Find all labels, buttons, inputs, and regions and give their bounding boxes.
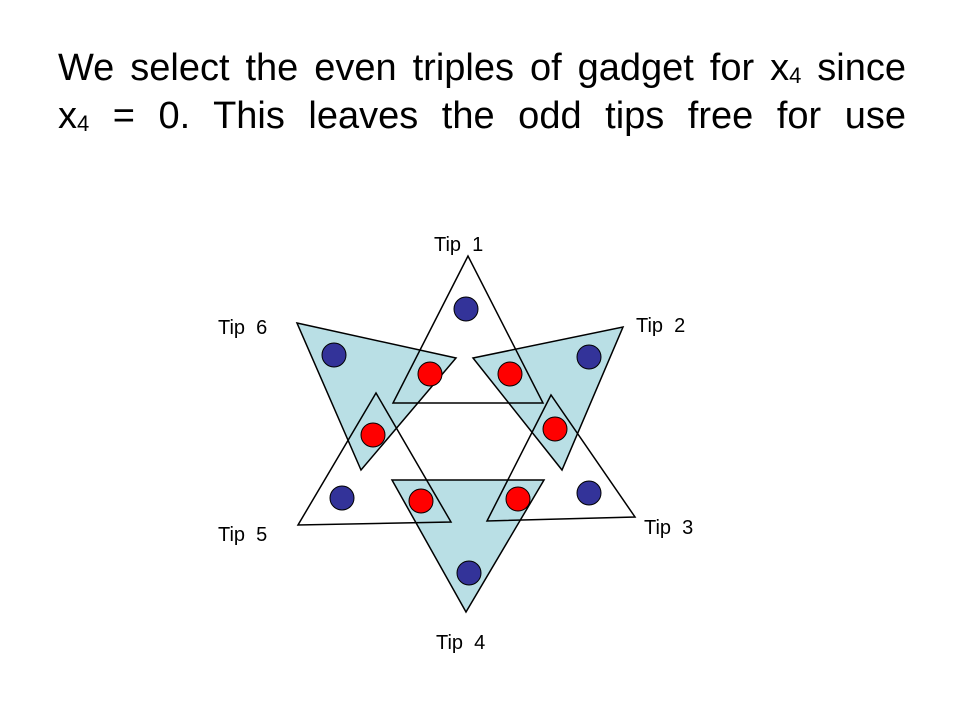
blue-node-tip-2 (576, 344, 602, 370)
red-node-4 (505, 486, 531, 512)
red-node-5 (408, 488, 434, 514)
red-node-2 (497, 361, 523, 387)
tip-label-3: Tip 3 (644, 517, 693, 539)
red-node-6 (360, 422, 386, 448)
tip-label-1: Tip 1 (434, 234, 483, 256)
blue-node-tip-5 (329, 485, 355, 511)
blue-node-tip-4 (456, 560, 482, 586)
triangle-tip-5 (296, 391, 453, 526)
triangle-tip-2 (471, 325, 625, 472)
triangle-tip-3 (485, 393, 637, 522)
tip-label-6: Tip 6 (218, 317, 267, 339)
title-line-1-text: We select the even triples of gadget for… (58, 47, 790, 89)
slide-title: We select the even triples of gadget for… (58, 44, 906, 140)
title-line-2-var: x (58, 95, 77, 137)
tip-label-2: Tip 2 (636, 315, 685, 337)
blue-node-tip-6 (321, 342, 347, 368)
title-line-2: x4 = 0. This leaves the odd tips free fo… (58, 92, 906, 140)
title-line-2-text: = 0. This leaves the odd tips free for u… (89, 95, 906, 137)
triangle-tip-1 (391, 254, 545, 404)
tip-label-4: Tip 4 (436, 632, 485, 654)
triangle-tip-4 (390, 479, 546, 614)
title-line-1-subscript: 4 (789, 63, 802, 88)
red-node-1 (417, 361, 443, 387)
triangle-tip-6 (295, 321, 458, 472)
title-line-1-tail: since (801, 47, 906, 89)
tip-label-5: Tip 5 (218, 524, 267, 546)
title-line-2-subscript: 4 (77, 111, 90, 136)
blue-node-tip-3 (576, 480, 602, 506)
blue-node-tip-1 (453, 296, 479, 322)
red-node-3 (542, 416, 568, 442)
title-line-1: We select the even triples of gadget for… (58, 44, 906, 92)
